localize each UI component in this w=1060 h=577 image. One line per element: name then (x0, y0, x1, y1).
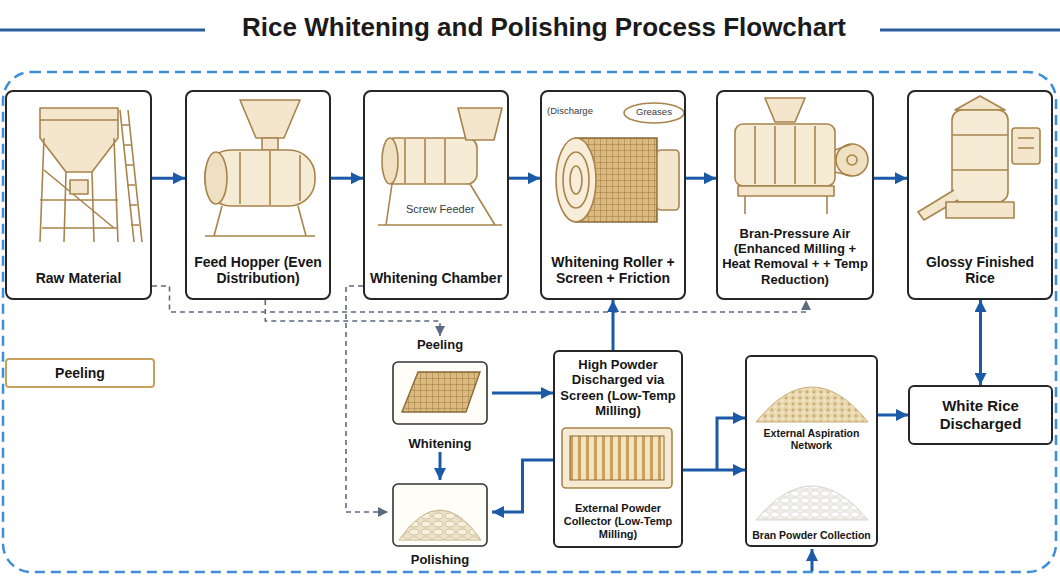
process-box: Glossy Finished Rice (907, 90, 1053, 300)
node-label: Feed Hopper (Even Distribution) (191, 254, 325, 287)
flow-arrow (492, 392, 553, 395)
connector-group (683, 418, 745, 470)
flow-arrow (686, 177, 716, 180)
flow-arrow (683, 469, 745, 472)
node-label: White Rice Discharged (916, 397, 1045, 432)
process-box: High Powder Discharged via Screen (Low-T… (553, 350, 683, 548)
node-caption: Whitening (388, 436, 492, 451)
dashed-connector (346, 286, 388, 512)
connector-group (613, 300, 614, 350)
node-label: Bran-Pressure Air (Enhanced Milling + He… (722, 226, 868, 287)
flow-arrow (979, 300, 982, 385)
connector-group (492, 460, 553, 512)
node-label: Whitening Chamber (369, 270, 503, 287)
process-box: Feed Hopper (Even Distribution) (185, 90, 331, 300)
flow-arrow (874, 177, 907, 180)
flow-arrow (439, 452, 442, 480)
node-caption: External Powder Collector (Low-Temp Mill… (559, 502, 677, 541)
connector-group (686, 178, 716, 179)
flow-arrow (612, 300, 615, 350)
connector-group (874, 178, 907, 179)
process-box: Whitening Roller + Screen + Friction (540, 90, 686, 300)
node-label: Peeling (13, 365, 147, 382)
node-label: Polishing (388, 552, 492, 567)
picture-step: PeelingWhitening (388, 336, 492, 452)
connector-group (152, 178, 185, 179)
connector-group (331, 178, 363, 179)
node-label: Whitening Roller + Screen + Friction (546, 254, 680, 287)
connector-group (440, 452, 441, 480)
node-caption: Bran Powder Collection (751, 529, 872, 541)
flow-arrow (152, 177, 185, 180)
flow-arrow (492, 460, 553, 512)
illustration-label: Screw Feeder (404, 203, 476, 216)
connector-group (878, 415, 908, 416)
connector-group (980, 300, 981, 385)
title: Rice Whitening and Polishing Process Flo… (212, 13, 876, 43)
flow-arrow (331, 177, 363, 180)
dashed-connector (265, 300, 440, 336)
illustration-label: (Discharge (545, 106, 595, 117)
process-box: Whitening Chamber (363, 90, 509, 300)
node-label: Glossy Finished Rice (913, 254, 1047, 287)
illustration-label: Greases (634, 107, 674, 118)
node-label: Peeling (388, 337, 492, 352)
flow-arrow (878, 414, 908, 417)
connector-group (509, 178, 540, 179)
connector-group (265, 300, 440, 336)
flow-arrow (509, 177, 540, 180)
process-box: Raw Material (5, 90, 152, 300)
tag-box: Peeling (5, 358, 155, 388)
node-label: High Powder Discharged via Screen (Low-T… (559, 357, 677, 418)
output-box: White Rice Discharged (908, 385, 1053, 445)
node-label: External Aspiration Network (751, 427, 872, 452)
flow-arrow (717, 418, 745, 470)
process-box: External Aspiration NetworkBran Powder C… (745, 355, 878, 547)
connector-group (346, 286, 388, 512)
connector-group (492, 393, 553, 394)
node-label: Raw Material (11, 270, 146, 287)
process-box: Bran-Pressure Air (Enhanced Milling + He… (716, 90, 874, 300)
picture-step: Polishing (388, 480, 492, 568)
